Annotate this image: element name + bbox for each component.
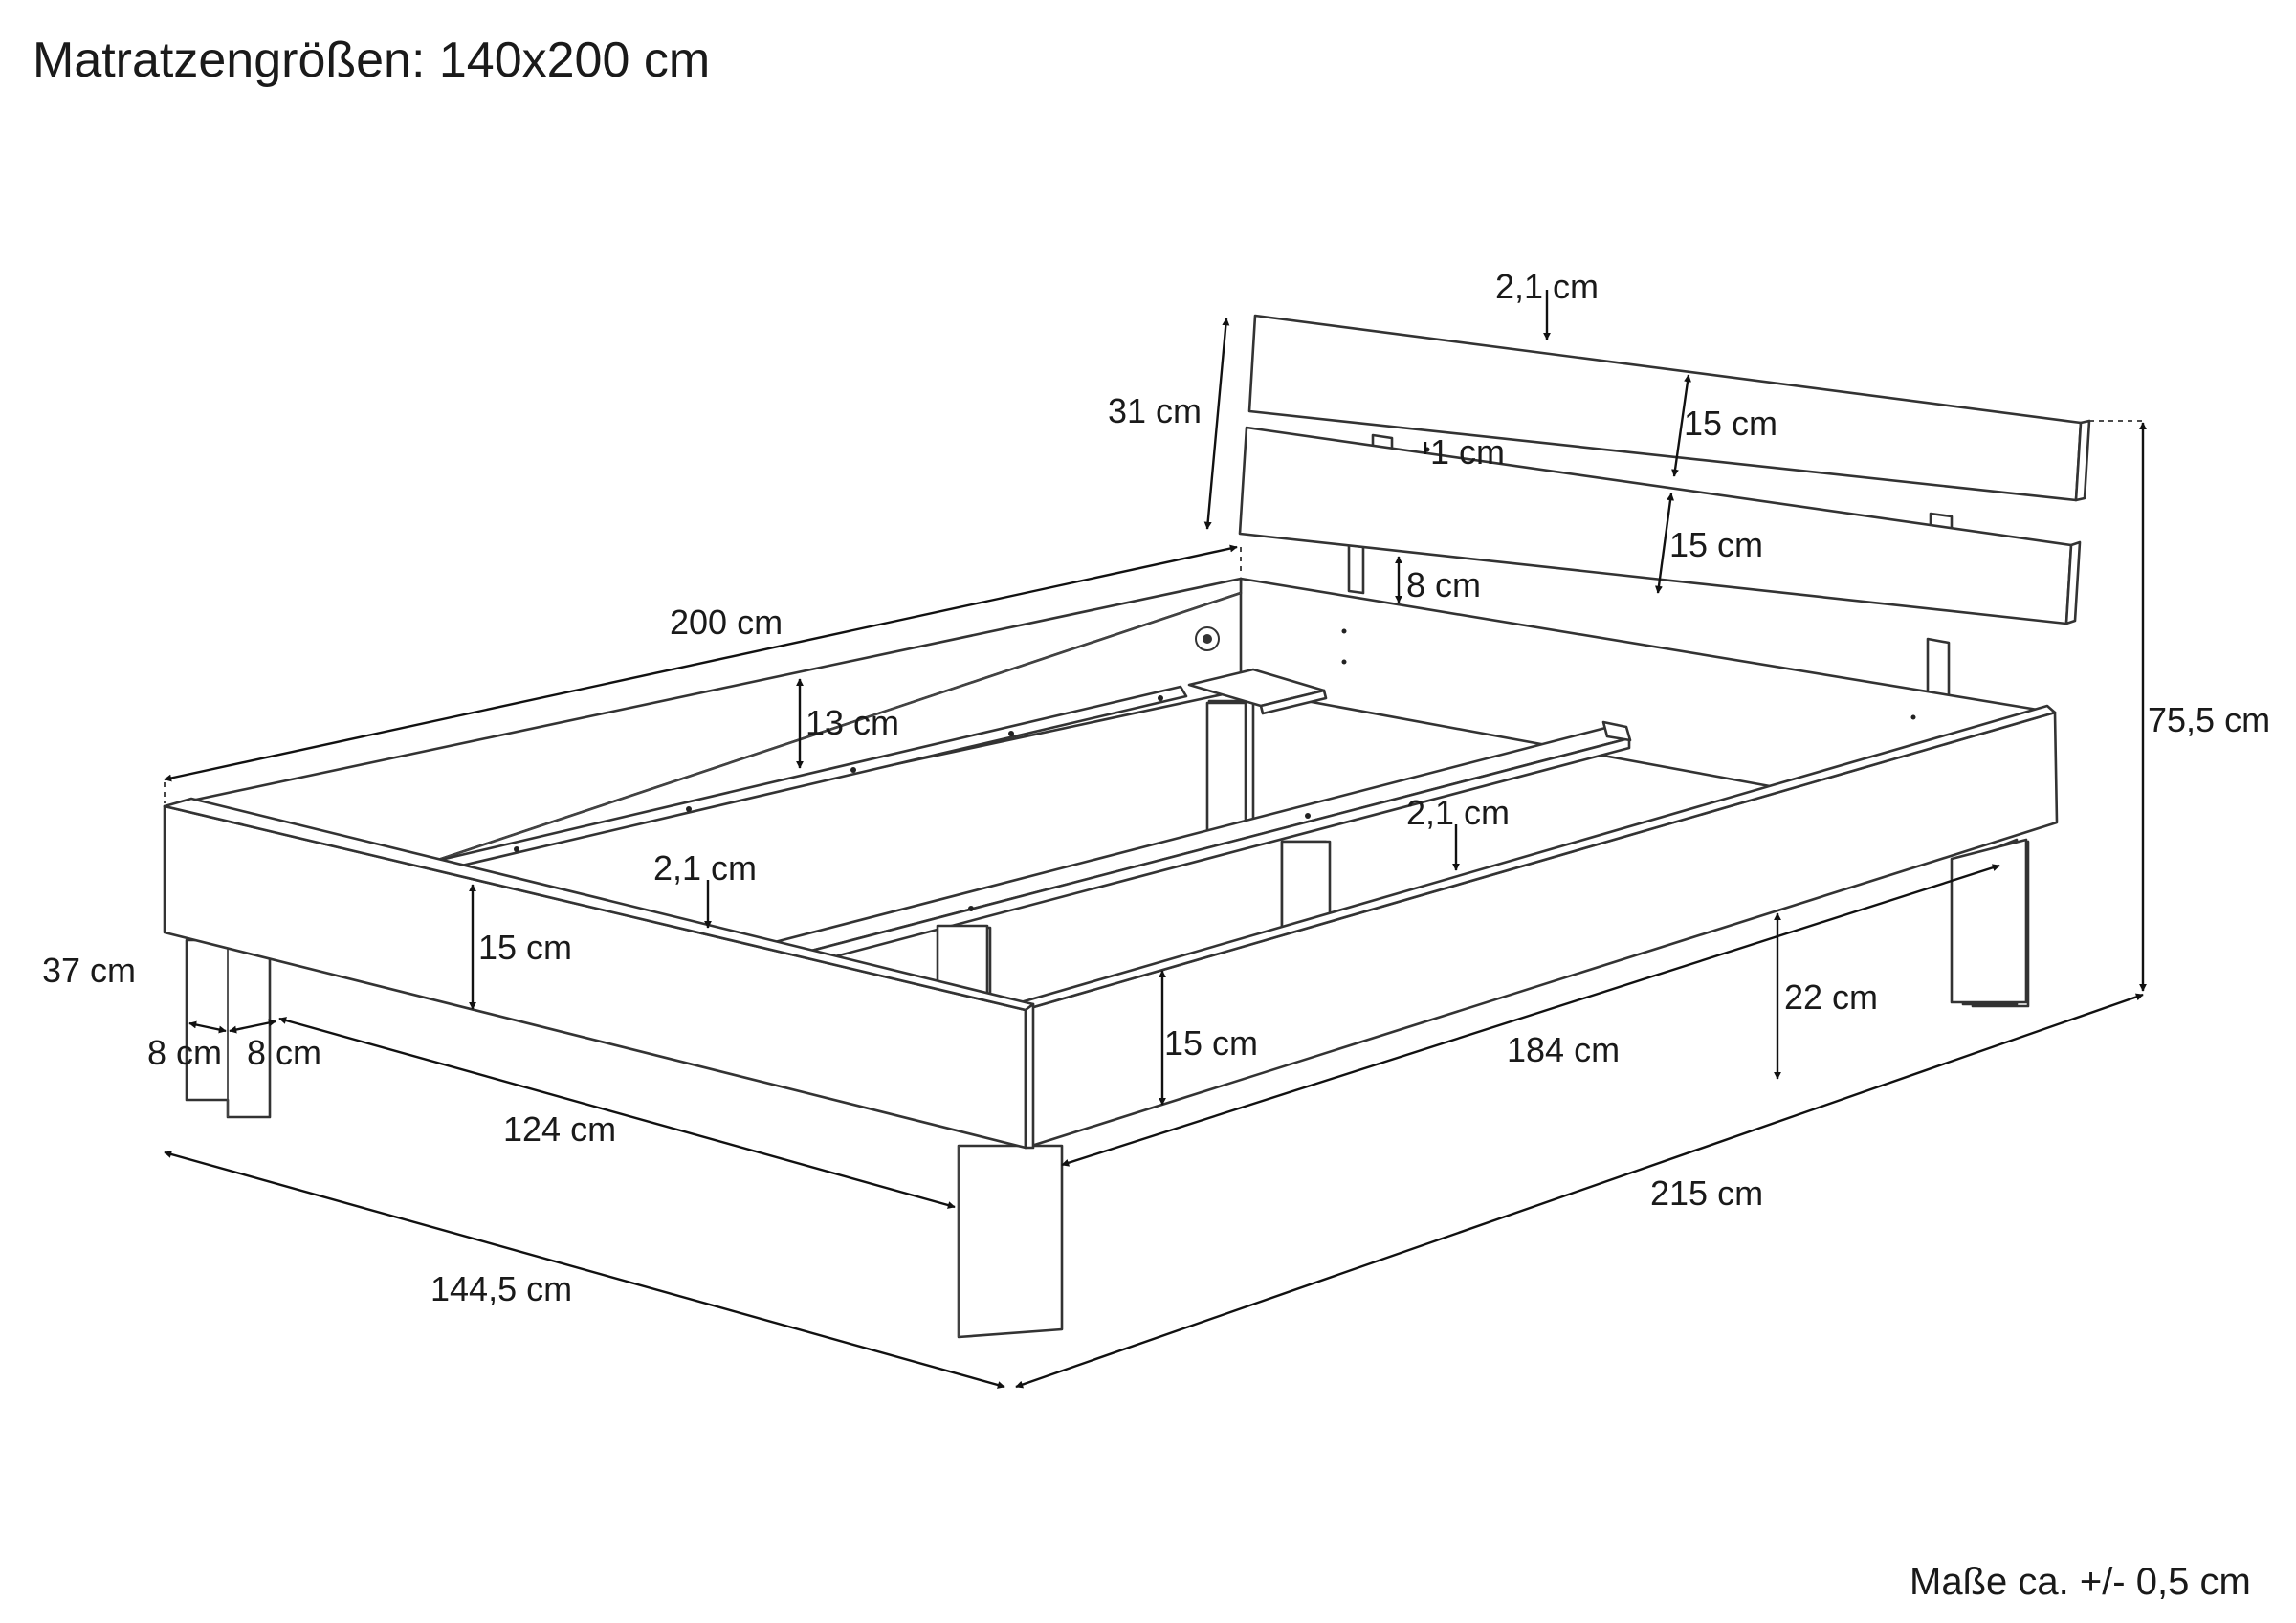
dim-side-rail-height: 13 cm	[806, 703, 899, 742]
dim-headboard-thickness: 2,1 cm	[1495, 267, 1599, 306]
dim-foot-rail-height: 15 cm	[478, 928, 572, 967]
dim-outer-width: 144,5 cm	[430, 1269, 572, 1308]
dim-board-lower: 15 cm	[1669, 525, 1763, 564]
dim-height-to-frame-top: 37 cm	[42, 951, 136, 990]
dim-total-height: 75,5 cm	[2148, 700, 2270, 739]
dim-headboard-height: 31 cm	[1108, 391, 1202, 430]
tolerance-note: Maße ca. +/- 0,5 cm	[1910, 1561, 2251, 1603]
dim-center-beam-thickness: 2,1 cm	[1406, 793, 1510, 832]
dimension-lines	[164, 290, 2147, 1389]
dim-leg-width-a: 8 cm	[147, 1033, 222, 1072]
center-leg-rear	[1205, 701, 1247, 836]
dim-side-rail-front-height: 15 cm	[1164, 1023, 1258, 1063]
bed-frame	[163, 314, 2091, 1339]
frame-foot-rail	[163, 797, 1035, 1150]
dim-inner-width: 124 cm	[503, 1109, 616, 1149]
dim-leg-width-b: 8 cm	[247, 1033, 321, 1072]
dim-headboard-clearance: 8 cm	[1406, 565, 1481, 604]
dim-outer-length: 215 cm	[1650, 1173, 1763, 1213]
dim-board-upper: 15 cm	[1684, 404, 1777, 443]
headboard	[1238, 314, 2091, 625]
page-title: Matratzengrößen: 140x200 cm	[33, 33, 710, 88]
dim-inner-length: 184 cm	[1507, 1030, 1620, 1069]
dim-frame-length: 200 cm	[670, 603, 783, 642]
dim-slat-support-thickness: 2,1 cm	[653, 848, 757, 888]
dim-leg-height: 22 cm	[1784, 977, 1878, 1017]
dim-board-gap: 1 cm	[1430, 432, 1505, 472]
